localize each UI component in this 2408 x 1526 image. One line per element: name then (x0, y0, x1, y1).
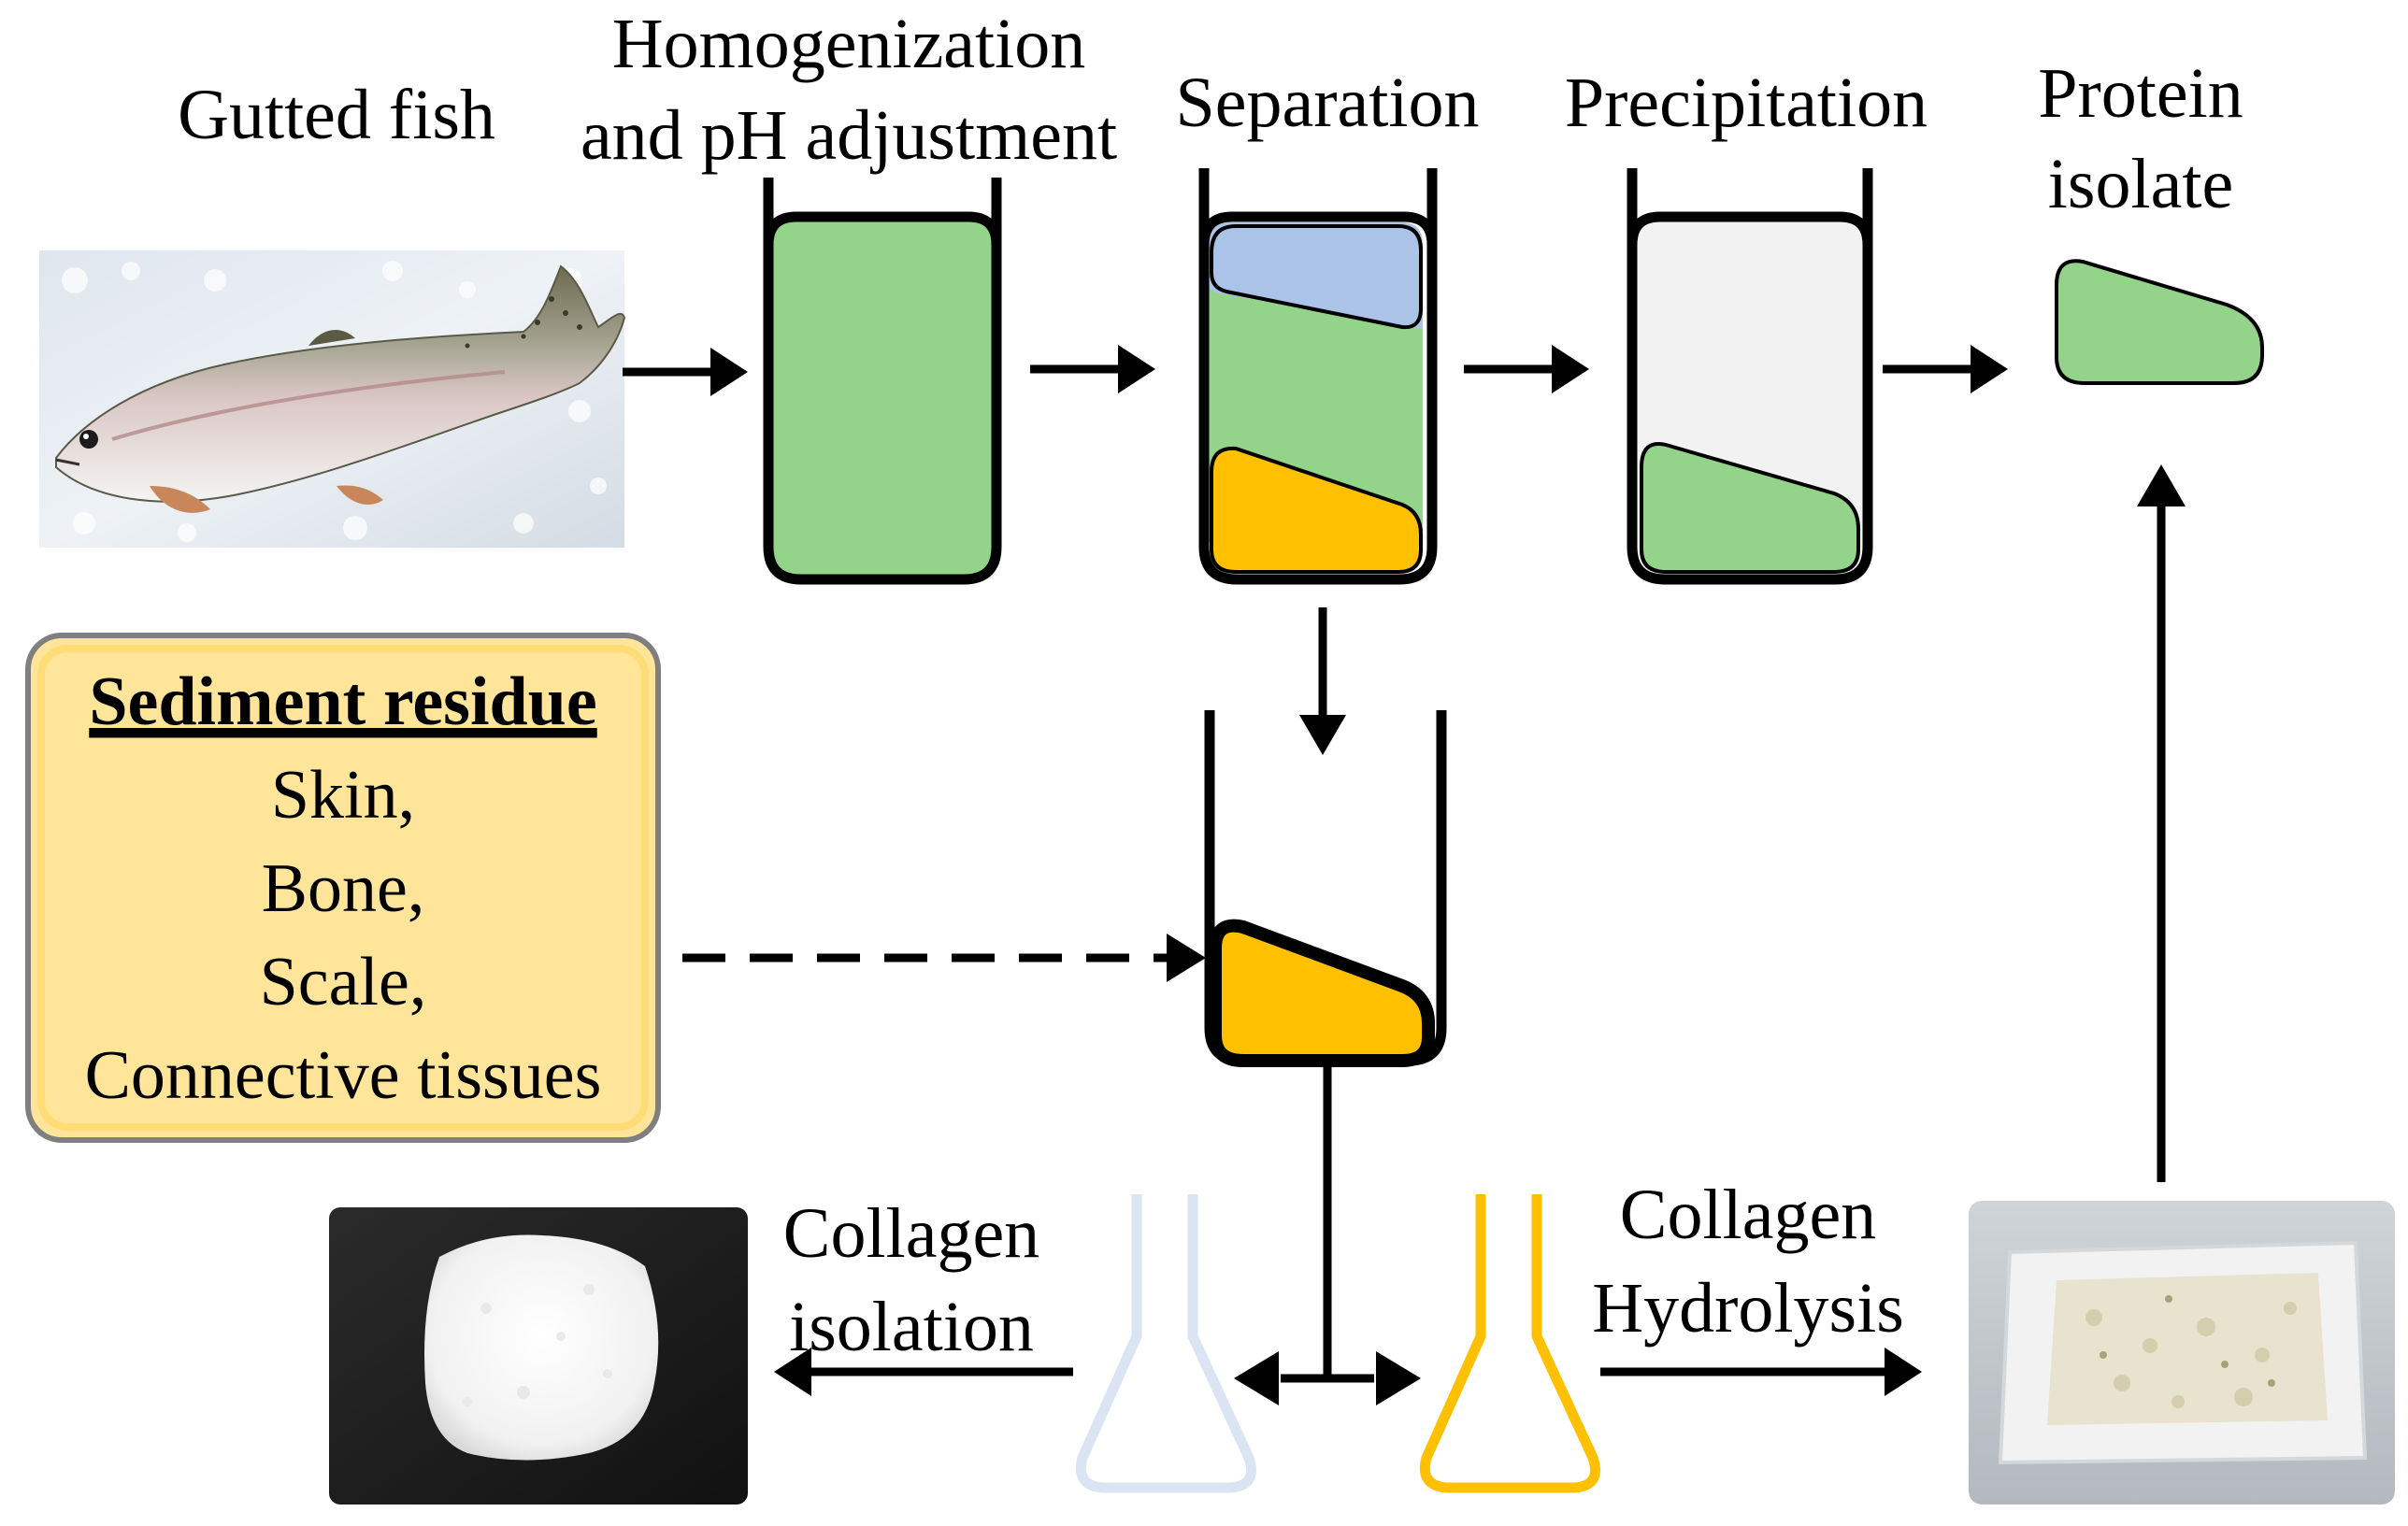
arrow-fish-to-homogenization (623, 348, 748, 396)
label-collagen-hydrolysis-line2: Hydrolysis (1592, 1269, 1904, 1348)
label-protein-isolate-line1: Protein (2038, 54, 2243, 133)
sediment-item-bone: Bone, (262, 850, 425, 927)
arrow-homogenization-to-separation (1030, 345, 1155, 393)
separation-beaker (1198, 168, 1438, 585)
sediment-item-skin: Skin, (271, 757, 415, 834)
label-homogenization-line2: and pH adjustment (580, 96, 1117, 175)
sediment-residue-box: Sediment residue Skin, Bone, Scale, Conn… (25, 633, 661, 1143)
label-gutted-fish: Gutted fish (178, 76, 495, 154)
arrow-sediment-split (1234, 1065, 1421, 1405)
empty-flask (1075, 1194, 1256, 1493)
sediment-item-connective-tissues: Connective tissues (85, 1037, 602, 1114)
label-collagen-isolation-line1: Collagen (783, 1194, 1039, 1273)
arrow-precipitation-to-protein-isolate (1883, 345, 2008, 393)
homogenization-beaker (763, 178, 1002, 585)
arrow-to-collagen-isolation (774, 1348, 1073, 1396)
gutted-fish-photo (39, 250, 626, 548)
collagen-hydrolysate-photo (1969, 1201, 2395, 1505)
collagen-isolate-photo (329, 1207, 748, 1505)
label-homogenization-line1: Homogenization (612, 5, 1086, 83)
dashed-arrow-residue-to-beaker (682, 934, 1206, 982)
arrow-hydrolysate-to-protein-isolate (2137, 464, 2186, 1182)
sediment-beaker (1204, 710, 1447, 1067)
arrow-to-collagen-hydrolysis (1600, 1348, 1922, 1396)
precipitation-beaker (1627, 168, 1873, 585)
label-collagen-hydrolysis-line1: Collagen (1620, 1176, 1876, 1254)
label-precipitation: Precipitation (1565, 64, 1928, 142)
protein-isolate-pellet (2055, 259, 2264, 385)
collagen-flask (1419, 1194, 1600, 1493)
sediment-item-scale: Scale, (260, 944, 427, 1020)
arrow-separation-to-precipitation (1464, 345, 1589, 393)
arrow-separation-to-sediment (1299, 607, 1346, 755)
sediment-residue-title: Sediment residue (89, 663, 596, 740)
label-collagen-isolation-line2: isolation (789, 1288, 1034, 1366)
label-protein-isolate-line2: isolate (2048, 145, 2233, 223)
label-separation: Separation (1175, 64, 1479, 142)
